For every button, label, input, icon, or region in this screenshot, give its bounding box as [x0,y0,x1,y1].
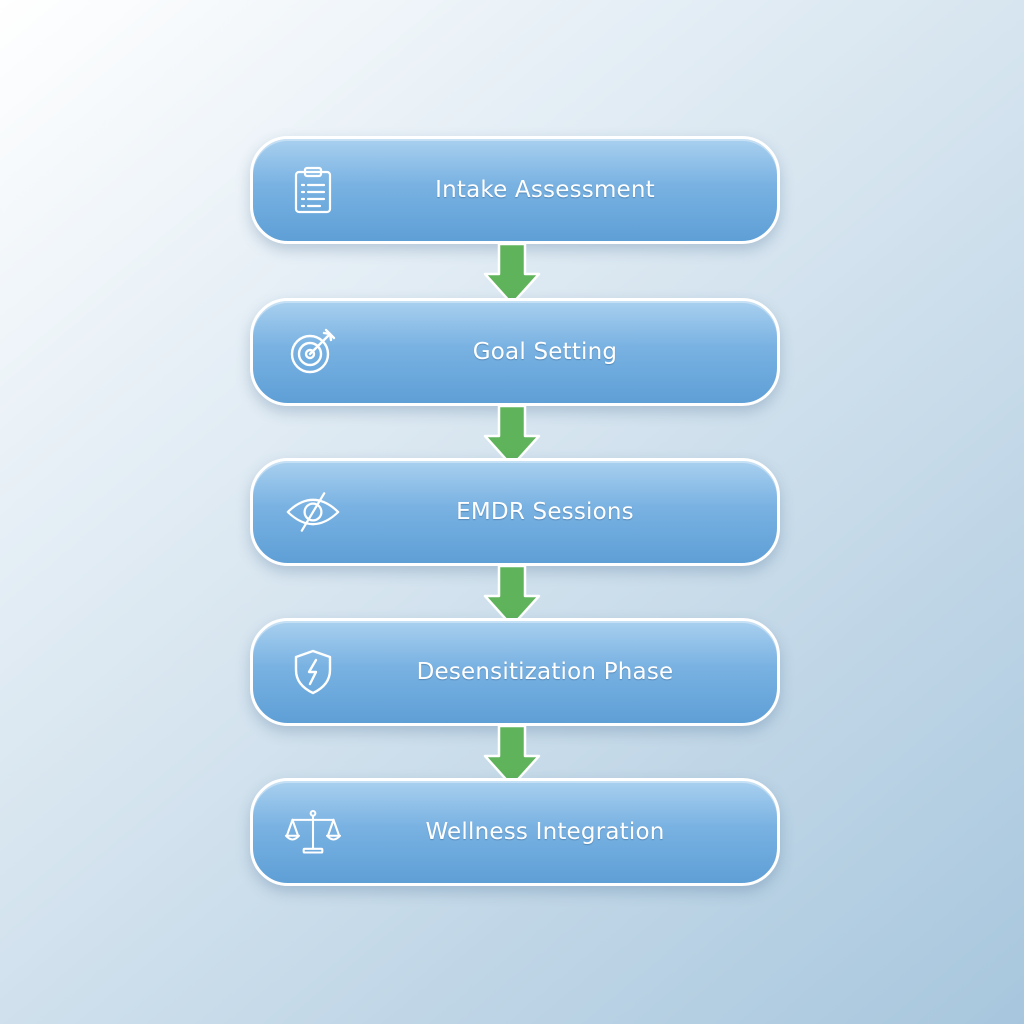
arrow-down-icon [483,404,541,468]
step-label: Goal Setting [472,339,618,365]
step-label: Desensitization Phase [416,659,674,685]
step-label: EMDR Sessions [456,499,634,525]
scales-icon [285,806,341,858]
step-label: Intake Assessment [435,177,655,203]
step-intake-assessment[interactable]: Intake Assessment [250,136,780,244]
shield-icon [285,646,341,698]
step-emdr-sessions[interactable]: EMDR Sessions [250,458,780,566]
target-icon [285,326,341,378]
step-desensitization-phase[interactable]: Desensitization Phase [250,618,780,726]
clipboard-icon [285,164,341,216]
step-goal-setting[interactable]: Goal Setting [250,298,780,406]
arrow-down-icon [483,564,541,628]
eye-icon [285,486,341,538]
arrow-down-icon [483,724,541,788]
step-wellness-integration[interactable]: Wellness Integration [250,778,780,886]
arrow-down-icon [483,242,541,306]
step-label: Wellness Integration [425,819,665,845]
